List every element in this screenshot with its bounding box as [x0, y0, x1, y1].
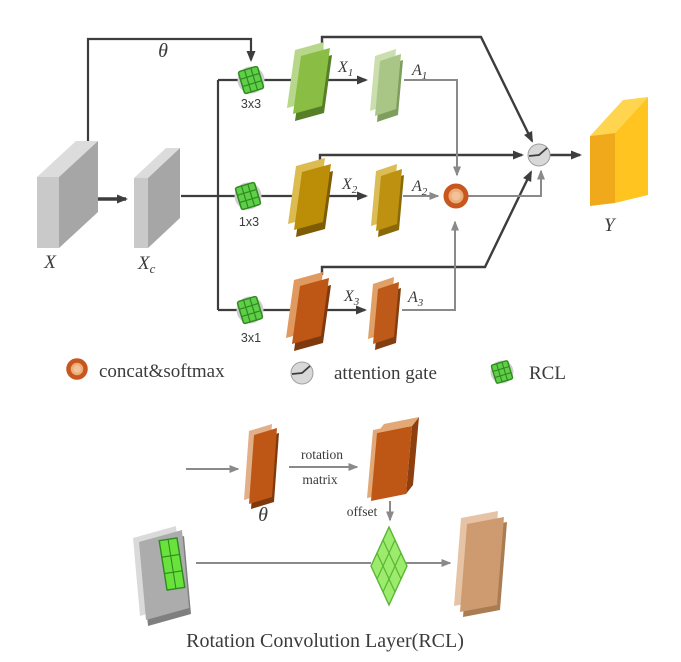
x1-large-map	[287, 42, 332, 121]
y-box-front	[590, 133, 615, 206]
kernel-1x3-label: 1x3	[239, 215, 259, 229]
legend-gate-dial	[291, 365, 311, 375]
tan-slab-front	[460, 517, 504, 612]
rotated-kernel-slab	[367, 417, 419, 501]
rotation-word-label: rotation	[301, 447, 343, 462]
rcl-circle-1x3	[234, 181, 262, 211]
legend-rcl-label: RCL	[529, 363, 566, 384]
y-label: Y	[604, 215, 617, 236]
xc-label: Xc	[137, 253, 156, 276]
a3-to-concat-path	[402, 220, 459, 311]
a2-small-front	[376, 169, 402, 231]
figure-caption: Rotation Convolution Layer(RCL)	[186, 630, 464, 652]
gate-dial-icon	[528, 147, 548, 157]
rcl-1x3-grid-icon	[234, 181, 262, 211]
xc-box-front	[134, 178, 148, 248]
a3-small-map	[368, 277, 401, 350]
theta-slab-front	[249, 428, 277, 504]
diamond-grid-line-3	[382, 539, 402, 580]
gray-slab-kernel-grid	[158, 537, 186, 591]
a1-small-front	[375, 54, 401, 116]
concat-to-gate-path	[468, 169, 545, 197]
x3-to-gate-line	[320, 170, 533, 275]
theta-path-arrow	[86, 37, 256, 141]
offset-word-label: offset	[347, 504, 378, 519]
rcl-3x1-grid-icon	[236, 295, 264, 325]
a2-small-map	[371, 164, 404, 237]
y-box-side	[615, 97, 648, 203]
legend-concat-label: concat&softmax	[99, 361, 225, 382]
legend-rcl-icon	[490, 360, 514, 384]
rcl-circle-3x1	[236, 295, 264, 325]
concat-softmax-node	[443, 183, 469, 209]
rcl-detail-section: rotation matrix offset θ Rotation Convol…	[133, 417, 507, 652]
rcl-3x3-grid-icon	[237, 65, 265, 95]
a1-small-map	[370, 49, 403, 122]
attention-gate-node	[527, 143, 551, 167]
x-input-box	[37, 141, 98, 248]
x1-label: X1	[337, 59, 353, 79]
x2-label: X2	[341, 176, 358, 196]
x-box-side	[59, 141, 98, 248]
a1-to-concat-path	[404, 79, 461, 177]
y-output-box	[590, 97, 648, 206]
y-box-lid	[590, 97, 648, 136]
a1-label: A1	[411, 62, 427, 82]
x2-large-front	[294, 164, 331, 230]
matrix-word-label: matrix	[302, 472, 337, 487]
x3-large-map	[286, 272, 331, 351]
xc-box	[134, 148, 180, 248]
x-box-lid	[37, 141, 98, 177]
x-label: X	[43, 252, 57, 273]
legend-concat-icon	[66, 358, 88, 380]
diamond-grid-line-1	[376, 539, 396, 580]
legend: concat&softmax attention gate RCL	[66, 358, 566, 385]
rotated-slab-front	[371, 426, 412, 501]
x1-to-gate-line	[320, 35, 534, 143]
x2-to-gate-line	[318, 150, 524, 166]
x3-large-front	[292, 278, 329, 344]
theta-kernel-slab	[244, 424, 279, 509]
x-box-front	[37, 177, 59, 248]
xc-box-lid	[134, 148, 180, 178]
kernel-3x3-label: 3x3	[241, 97, 261, 111]
a2-label: A2	[411, 178, 428, 198]
legend-gate-label: attention gate	[334, 363, 437, 384]
rcl-circle-3x3	[237, 65, 265, 95]
diamond-grid-line-2	[382, 552, 402, 593]
theta-bottom-label: θ	[258, 504, 268, 526]
x2-large-map	[288, 158, 333, 237]
a3-small-front	[373, 282, 399, 344]
tan-output-slab	[454, 511, 507, 617]
legend-rcl-grid	[490, 360, 514, 384]
concat-core	[451, 191, 461, 201]
xc-box-side	[148, 148, 180, 248]
rotated-grid-diamond	[370, 525, 408, 607]
legend-gate-icon	[290, 361, 314, 385]
x3-label: X3	[343, 288, 360, 308]
gray-feature-slab	[133, 526, 191, 626]
theta-label: θ	[158, 40, 168, 62]
x1-large-front	[293, 48, 330, 114]
kernel-3x1-label: 3x1	[241, 331, 261, 345]
diamond-fill	[370, 525, 408, 607]
legend-concat-core	[73, 365, 81, 373]
rotated-slab-right-side	[406, 417, 419, 494]
a3-label: A3	[407, 289, 424, 309]
diamond-grid-line-4	[376, 552, 396, 593]
top-labels: θ X Xc 3x3 1x3 3x1 X1 X2 X3 A1 A2 A3 Y	[43, 40, 617, 345]
rotated-slab-lid	[377, 417, 419, 433]
